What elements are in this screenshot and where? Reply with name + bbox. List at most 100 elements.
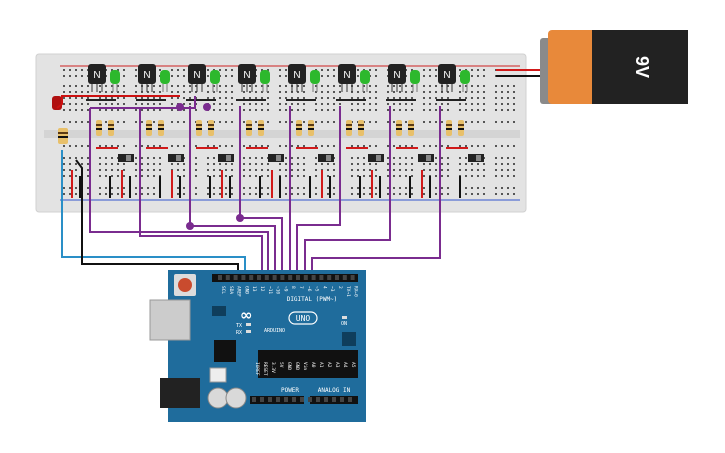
header-pin[interactable]: [303, 275, 308, 280]
breadboard-hole: [405, 157, 407, 159]
header-pin[interactable]: [225, 275, 230, 280]
breadboard-hole: [285, 103, 287, 105]
header-pin[interactable]: [288, 275, 293, 280]
green-led[interactable]: [260, 70, 270, 84]
green-led[interactable]: [160, 70, 170, 84]
stage-1: N: [71, 64, 134, 198]
icsp-header[interactable]: [342, 332, 356, 346]
breadboard-hole: [483, 187, 485, 189]
breadboard-hole: [375, 193, 377, 195]
green-led[interactable]: [310, 70, 320, 84]
header-pin[interactable]: [324, 397, 328, 402]
header-pin[interactable]: [218, 275, 222, 280]
header-pin[interactable]: [233, 275, 238, 280]
header-pin[interactable]: [260, 397, 264, 402]
header-pin[interactable]: [308, 397, 312, 402]
breadboard-hole: [447, 163, 449, 165]
breadboard-hole: [123, 175, 125, 177]
breadboard-hole: [477, 121, 479, 123]
header-pin[interactable]: [264, 275, 269, 280]
header-pin[interactable]: [257, 275, 261, 280]
header-pin[interactable]: [284, 397, 288, 402]
breadboard-hole: [297, 157, 299, 159]
breadboard-hole: [399, 85, 401, 87]
green-led[interactable]: [460, 70, 470, 84]
transistor-legs: [191, 84, 203, 92]
breadboard-hole: [63, 169, 65, 171]
purple-wire[interactable]: [90, 96, 196, 109]
usb-port[interactable]: [149, 299, 191, 341]
icsp-header[interactable]: [212, 306, 226, 316]
header-pin[interactable]: [276, 397, 280, 402]
breadboard-hole: [297, 145, 299, 147]
breadboard-hole: [363, 109, 365, 111]
breadboard-hole: [429, 145, 431, 147]
header-pin[interactable]: [241, 275, 246, 280]
header-pin[interactable]: [252, 397, 256, 402]
header-pin[interactable]: [350, 275, 355, 280]
breadboard-hole: [153, 157, 155, 159]
npn-transistor[interactable]: [188, 64, 206, 84]
breadboard-hole: [429, 85, 431, 87]
breadboard-hole: [369, 85, 371, 87]
npn-transistor[interactable]: [338, 64, 356, 84]
header-pin[interactable]: [311, 275, 316, 280]
resistor-band: [258, 128, 264, 130]
breadboard-hole: [393, 163, 395, 165]
breadboard-hole: [483, 97, 485, 99]
green-led[interactable]: [360, 70, 370, 84]
pin-label: 12: [259, 286, 265, 292]
breadboard-hole: [315, 169, 317, 171]
breadboard-hole: [249, 97, 251, 99]
breadboard-hole: [81, 85, 83, 87]
arduino-uno[interactable]: DIGITAL (PWM~) POWER ANALOG IN ∞ UNO ARD…: [149, 270, 366, 422]
npn-transistor[interactable]: [438, 64, 456, 84]
purple-wire[interactable]: [239, 106, 283, 285]
breadboard-hole: [363, 91, 365, 93]
header-pin[interactable]: [319, 275, 324, 280]
header-pin[interactable]: [300, 397, 304, 402]
purple-wire[interactable]: [304, 106, 391, 285]
header-pin[interactable]: [335, 275, 339, 280]
pin-label: SCL: [220, 286, 226, 294]
breadboard-hole: [147, 169, 149, 171]
reset-button[interactable]: [178, 278, 192, 292]
header-pin[interactable]: [280, 275, 285, 280]
battery-9v[interactable]: 9V: [540, 30, 688, 104]
breadboard-hole: [465, 97, 467, 99]
breadboard-hole: [135, 145, 137, 147]
purple-wire[interactable]: [89, 108, 269, 285]
purple-wire[interactable]: [296, 106, 341, 285]
header-pin[interactable]: [316, 397, 320, 402]
breadboard-hole: [105, 145, 107, 147]
header-pin[interactable]: [249, 275, 254, 280]
breadboard-hole: [351, 145, 353, 147]
header-pin[interactable]: [272, 275, 277, 280]
header-pin[interactable]: [332, 397, 336, 402]
breadboard-hole: [423, 103, 425, 105]
purple-wire[interactable]: [139, 108, 263, 285]
green-led[interactable]: [410, 70, 420, 84]
header-pin[interactable]: [292, 397, 296, 402]
red-jumper-wire[interactable]: [56, 95, 180, 109]
header-pin[interactable]: [268, 397, 272, 402]
digital-header[interactable]: [212, 274, 358, 282]
breadboard-hole: [153, 121, 155, 123]
breadboard-hole: [87, 85, 89, 87]
header-pin[interactable]: [348, 397, 352, 402]
green-led[interactable]: [110, 70, 120, 84]
green-led[interactable]: [210, 70, 220, 84]
purple-wire[interactable]: [189, 106, 276, 285]
dc-power-jack[interactable]: [160, 378, 200, 408]
npn-transistor[interactable]: [238, 64, 256, 84]
header-pin[interactable]: [340, 397, 344, 402]
header-pin[interactable]: [342, 275, 347, 280]
npn-transistor[interactable]: [138, 64, 156, 84]
npn-transistor[interactable]: [88, 64, 106, 84]
header-pin[interactable]: [296, 275, 300, 280]
npn-transistor[interactable]: [288, 64, 306, 84]
header-pin[interactable]: [327, 275, 332, 280]
npn-transistor[interactable]: [388, 64, 406, 84]
breadboard-hole: [87, 145, 89, 147]
